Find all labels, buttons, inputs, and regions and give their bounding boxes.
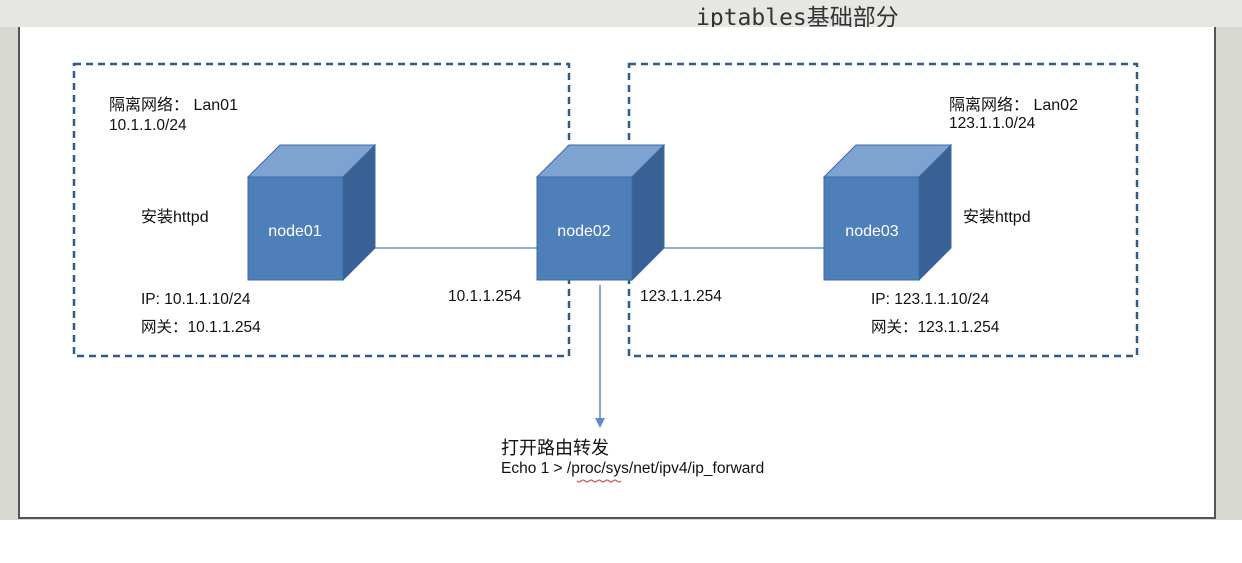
node02-cube bbox=[535, 143, 666, 282]
forward-title: 打开路由转发 bbox=[501, 438, 609, 458]
next-slide-strip bbox=[0, 520, 1242, 563]
node02-label: node02 bbox=[557, 223, 610, 240]
node01-cube bbox=[246, 143, 377, 282]
node01-label: node01 bbox=[268, 223, 321, 240]
node03-cube bbox=[822, 143, 953, 282]
lan01-name: 隔离网络： Lan01 bbox=[109, 91, 238, 115]
node01-install: 安装httpd bbox=[141, 209, 209, 226]
forward-arrow-head bbox=[595, 418, 605, 428]
node03-ip: IP: 123.1.1.10/24 bbox=[871, 291, 990, 308]
window-title-bar: iptables基础部分 bbox=[0, 0, 1242, 31]
lan01-subnet: 10.1.1.0/24 bbox=[109, 117, 187, 134]
lan01-name-value: Lan01 bbox=[193, 97, 238, 114]
page-title: iptables基础部分 bbox=[696, 5, 899, 31]
lan01-name-label: 隔离网络： bbox=[109, 97, 190, 114]
node01-ip: IP: 10.1.1.10/24 bbox=[141, 291, 251, 308]
spellcheck-underline bbox=[576, 479, 622, 483]
node03-gateway: 网关：123.1.1.254 bbox=[871, 319, 1000, 336]
lan02-subnet: 123.1.1.0/24 bbox=[949, 115, 1036, 132]
node02-right-ip: 123.1.1.254 bbox=[640, 288, 722, 305]
node03-install: 安装httpd bbox=[963, 209, 1031, 226]
lan02-name-value: Lan02 bbox=[1033, 97, 1078, 114]
forward-command: Echo 1 > /proc/sys/net/ipv4/ip_forward bbox=[501, 460, 765, 477]
lan02-name-label: 隔离网络： bbox=[949, 97, 1030, 114]
node02-left-ip: 10.1.1.254 bbox=[448, 288, 522, 305]
node01-gateway: 网关：10.1.1.254 bbox=[141, 319, 261, 336]
node03-label: node03 bbox=[845, 223, 898, 240]
lan02-name: 隔离网络： Lan02 bbox=[949, 91, 1078, 115]
